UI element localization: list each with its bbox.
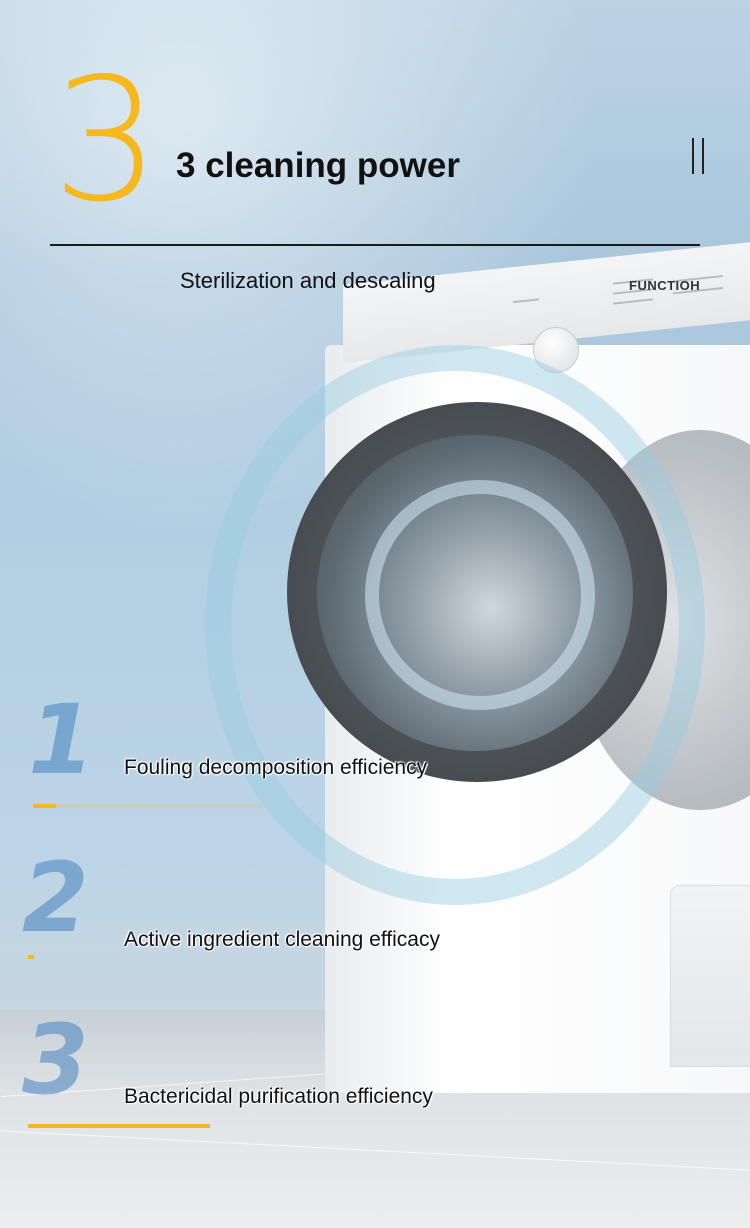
progress-bar [28, 955, 328, 959]
progress-fill [28, 955, 34, 959]
floor-line [0, 1130, 750, 1171]
subtitle: Sterilization and descaling [180, 268, 436, 293]
washing-machine-image [205, 242, 750, 1093]
brand-label: FUNCTIOH [629, 278, 701, 293]
progress-bar [33, 804, 263, 808]
step-label: Fouling decomposition efficiency [124, 756, 428, 779]
menu-lines-icon [692, 138, 704, 174]
section-number: 3 [52, 42, 161, 240]
step-number: 3 [22, 1004, 89, 1116]
step-label: Bactericidal purification efficiency [124, 1085, 433, 1108]
page-title: 3 cleaning power [176, 146, 460, 185]
filter-door [670, 885, 750, 1067]
step-number: 1 [28, 684, 95, 796]
progress-bar [28, 1124, 288, 1128]
progress-fill [28, 1124, 210, 1128]
step-number: 2 [22, 842, 89, 954]
progress-fill [33, 804, 56, 808]
water-splash-icon [205, 345, 705, 905]
divider [50, 244, 700, 246]
step-label: Active ingredient cleaning efficacy [124, 928, 440, 951]
